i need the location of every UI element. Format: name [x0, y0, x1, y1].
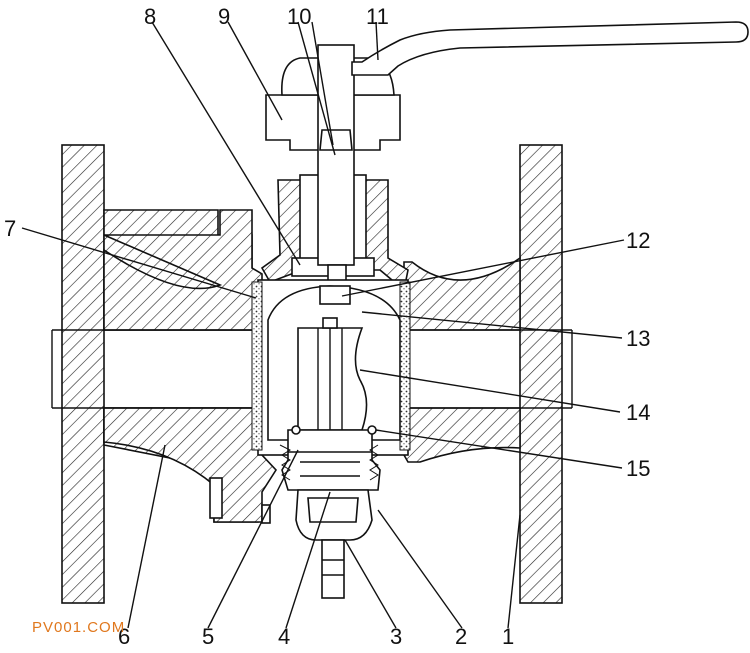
label-part-9: 9 [218, 4, 230, 29]
label-part-5: 5 [202, 624, 214, 649]
label-part-7: 7 [4, 216, 16, 241]
lower-housing [279, 425, 381, 491]
bottom-cap [295, 489, 373, 599]
right-flange [403, 144, 563, 604]
valve-stem [317, 44, 355, 296]
label-part-3: 3 [390, 624, 402, 649]
inner-spool [297, 317, 368, 495]
label-part-12: 12 [626, 228, 650, 253]
label-part-1: 1 [502, 624, 514, 649]
label-part-6: 6 [118, 624, 130, 649]
label-part-2: 2 [455, 624, 467, 649]
watermark: PV001.COM [32, 619, 125, 636]
label-part-11: 11 [366, 4, 389, 29]
label-part-15: 15 [626, 456, 650, 481]
leader-lines [21, 21, 625, 629]
label-part-14: 14 [626, 400, 650, 425]
label-part-8: 8 [144, 4, 156, 29]
handle-lever [351, 21, 749, 76]
valve-body-left [103, 209, 278, 523]
label-part-10: 10 [287, 4, 311, 29]
label-part-13: 13 [626, 326, 650, 351]
label-part-4: 4 [278, 624, 290, 649]
